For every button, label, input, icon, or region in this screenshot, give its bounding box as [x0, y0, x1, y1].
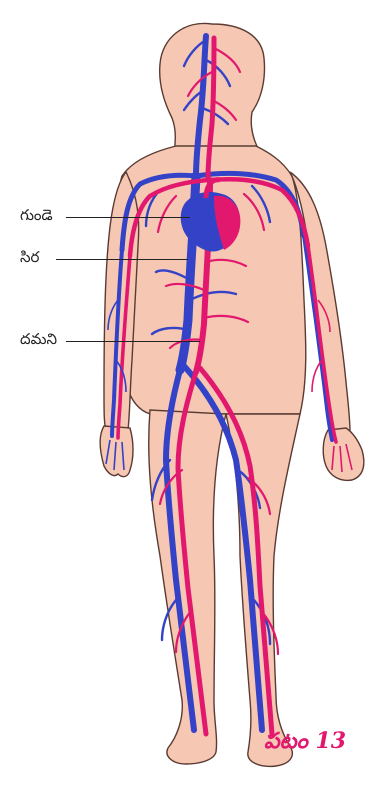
label-vein: సిర — [20, 248, 39, 270]
label-heart: గుండె — [20, 206, 53, 228]
figure-caption: పటం 13 — [264, 728, 346, 759]
leader-line-heart — [66, 217, 190, 218]
label-artery: దమని — [20, 330, 57, 352]
leader-line-artery — [66, 341, 200, 342]
leader-line-vein — [56, 259, 188, 260]
